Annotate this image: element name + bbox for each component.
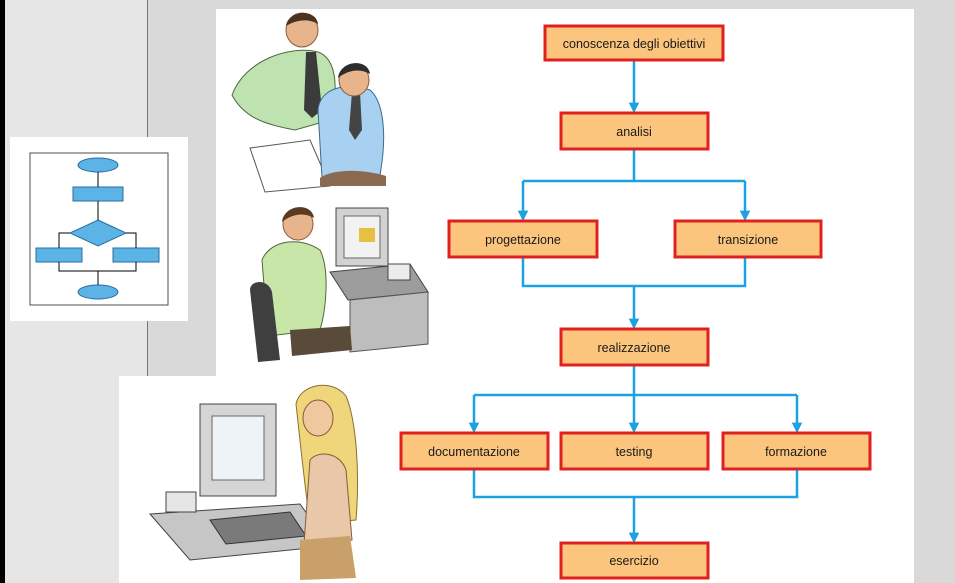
flowchart-icon-card	[10, 137, 188, 321]
diagram-connectors	[468, 60, 803, 544]
two-men-meeting-illustration	[231, 12, 386, 193]
flowchart-icon	[29, 152, 169, 306]
left-border	[0, 0, 5, 583]
node-implementation-label: realizzazione	[598, 341, 671, 355]
node-training: formazione	[721, 431, 872, 471]
node-documentation-label: documentazione	[428, 445, 520, 459]
node-documentation: documentazione	[399, 431, 550, 471]
node-analysis-label: analisi	[616, 125, 651, 139]
node-design: progettazione	[447, 219, 599, 259]
node-objectives: conoscenza degli obiettivi	[543, 24, 725, 62]
node-operation-label: esercizio	[609, 554, 658, 568]
node-implementation: realizzazione	[559, 327, 710, 367]
node-analysis: analisi	[559, 111, 710, 151]
node-testing-label: testing	[616, 445, 653, 459]
node-testing: testing	[559, 431, 710, 471]
man-at-computer-illustration	[250, 207, 429, 362]
node-transition-label: transizione	[718, 233, 778, 247]
woman-at-computer-illustration	[148, 384, 359, 580]
node-operation: esercizio	[559, 541, 710, 580]
node-transition: transizione	[673, 219, 823, 259]
node-objectives-label: conoscenza degli obiettivi	[563, 37, 705, 51]
node-design-label: progettazione	[485, 233, 561, 247]
node-training-label: formazione	[765, 445, 827, 459]
